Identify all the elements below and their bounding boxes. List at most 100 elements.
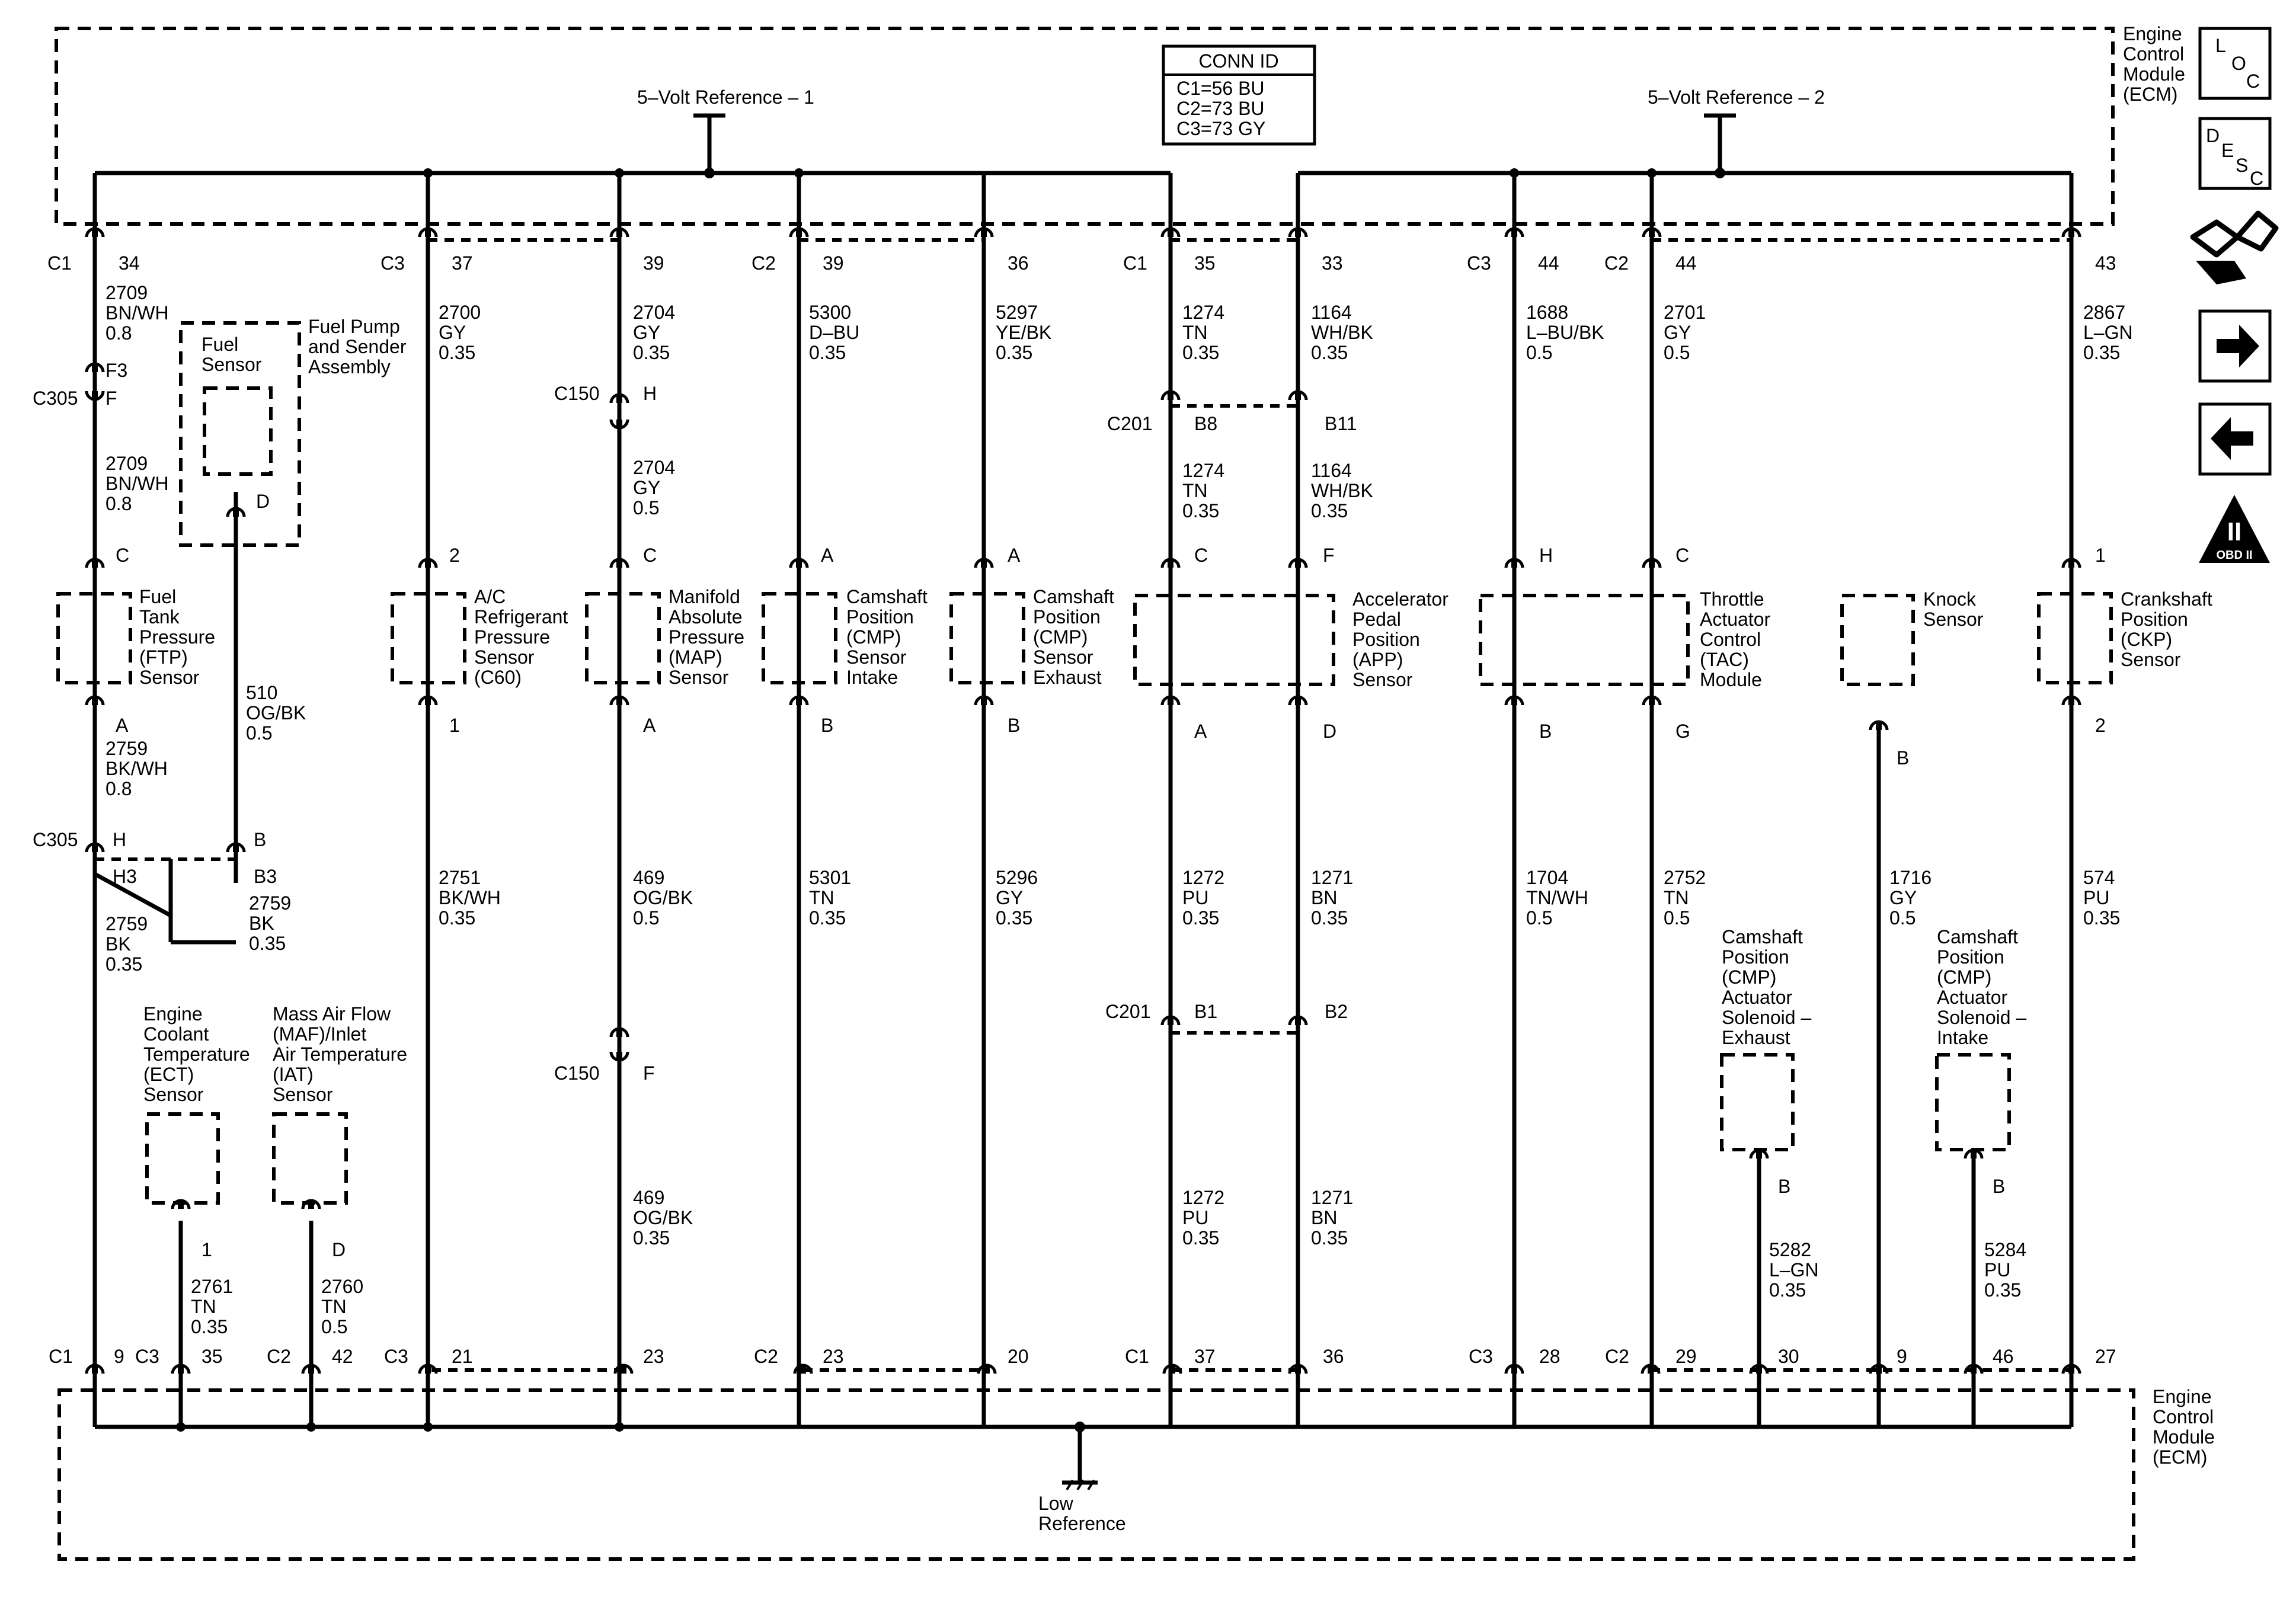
svg-text:Sensor: Sensor [202, 354, 262, 375]
pin-terminal [793, 1363, 813, 1374]
pin-contact [616, 230, 622, 237]
svg-text:Position: Position [1352, 629, 1420, 650]
svg-text:Sensor: Sensor [846, 646, 907, 668]
pin-terminal [1964, 1363, 1984, 1374]
svg-text:Sensor: Sensor [273, 1084, 333, 1105]
svg-text:39: 39 [643, 252, 664, 274]
svg-text:C: C [1194, 545, 1208, 566]
ref1-bus [95, 113, 1171, 178]
svg-text:Camshaft: Camshaft [1722, 926, 1803, 948]
pin-terminal [609, 393, 629, 404]
svg-text:TN: TN [321, 1296, 347, 1317]
pin-contact [1168, 1018, 1173, 1025]
svg-text:0.35: 0.35 [1984, 1279, 2021, 1301]
svg-text:(IAT): (IAT) [273, 1064, 314, 1085]
svg-text:PU: PU [1182, 887, 1208, 908]
svg-text:Fuel: Fuel [139, 586, 176, 607]
svg-text:A: A [1194, 721, 1207, 742]
svg-text:27: 27 [2095, 1346, 2116, 1367]
pin-terminal [1504, 1363, 1524, 1374]
pin-contact [981, 230, 987, 237]
desc-button[interactable]: D E S C [2198, 117, 2272, 190]
next-page-arrow-icon[interactable] [2198, 309, 2272, 383]
pin-contact [425, 230, 431, 237]
svg-text:Knock: Knock [1923, 588, 1977, 610]
svg-text:F3: F3 [105, 360, 127, 381]
svg-text:Throttle: Throttle [1700, 588, 1764, 610]
pin-contact [178, 1202, 184, 1209]
pin-contact [1756, 1151, 1762, 1158]
svg-text:Position: Position [1033, 606, 1101, 628]
svg-text:0.35: 0.35 [633, 342, 670, 363]
ecm-bottom-outline [57, 1388, 2135, 1561]
svg-text:36: 36 [1008, 252, 1029, 274]
svg-text:B: B [821, 715, 833, 736]
pin-terminal [1288, 558, 1308, 568]
pin-contact [1511, 561, 1517, 568]
svg-text:1274: 1274 [1182, 302, 1224, 323]
bus-junction [423, 1422, 433, 1432]
svg-text:1271: 1271 [1311, 1187, 1353, 1208]
pin-terminal [1160, 558, 1181, 568]
loc-button[interactable]: L O C [2198, 27, 2272, 100]
svg-text:2760: 2760 [321, 1276, 363, 1297]
svg-text:BK: BK [249, 913, 274, 934]
pin-terminal [2061, 695, 2081, 706]
pin-contact [981, 698, 987, 705]
svg-text:TN: TN [809, 887, 834, 908]
svg-text:0.35: 0.35 [809, 907, 846, 929]
svg-text:2751: 2751 [439, 867, 481, 888]
svg-text:Module: Module [1700, 669, 1762, 690]
svg-text:Sensor: Sensor [474, 646, 535, 668]
svg-text:Intake: Intake [1937, 1027, 1988, 1048]
svg-text:0.35: 0.35 [1311, 342, 1348, 363]
ftp-sensor-box [56, 592, 132, 684]
svg-text:C201: C201 [1105, 1001, 1151, 1022]
svg-text:B: B [254, 829, 266, 850]
pin-contact [1168, 230, 1173, 237]
svg-text:Sensor: Sensor [139, 667, 200, 688]
pin-contact [233, 510, 239, 517]
pin-terminal [974, 227, 994, 238]
svg-text:YE/BK: YE/BK [996, 322, 1051, 343]
pin-contact [1971, 1151, 1977, 1158]
svg-text:L: L [2215, 35, 2226, 56]
obd-ii-icon[interactable]: II OBD II [2199, 495, 2270, 563]
svg-text:0.5: 0.5 [246, 722, 272, 744]
svg-text:1: 1 [2095, 545, 2106, 566]
svg-text:1164: 1164 [1311, 302, 1352, 323]
pin-contact [1756, 1366, 1762, 1374]
connector-view-icon[interactable] [2190, 210, 2279, 284]
pin-terminal [609, 695, 629, 706]
pin-contact [616, 561, 622, 568]
bus-junction [1510, 168, 1519, 178]
pin-contact [1971, 1366, 1977, 1374]
pin-terminal [609, 1027, 629, 1038]
pin-contact [616, 1052, 622, 1059]
svg-text:G: G [1675, 721, 1690, 742]
svg-text:BN/WH: BN/WH [105, 473, 169, 494]
previous-page-arrow-icon[interactable] [2198, 402, 2272, 476]
svg-text:Control: Control [1700, 629, 1761, 650]
svg-text:C305: C305 [33, 388, 78, 409]
ref1-label: 5–Volt Reference – 1 [637, 87, 814, 108]
svg-text:(CKP): (CKP) [2121, 629, 2172, 650]
svg-text:1716: 1716 [1889, 867, 1932, 888]
ckp-sensor-box [2037, 592, 2113, 684]
pin-contact [1295, 561, 1301, 568]
svg-text:O: O [2231, 53, 2246, 74]
pin-contact [621, 1366, 626, 1374]
svg-text:Sensor: Sensor [143, 1084, 204, 1105]
pin-terminal [171, 1199, 191, 1209]
knock-sensor-box [1840, 594, 1915, 686]
pin-contact [425, 561, 431, 568]
pin-contact [1168, 561, 1173, 568]
pin-contact [92, 561, 98, 568]
svg-text:35: 35 [202, 1346, 223, 1367]
bus-junction [615, 168, 624, 178]
cmp-intake-solenoid-box [1935, 1053, 2011, 1151]
pin-terminal [1288, 1363, 1308, 1374]
svg-text:Sensor: Sensor [1352, 669, 1413, 690]
svg-text:0.35: 0.35 [191, 1316, 228, 1337]
svg-text:Sensor: Sensor [669, 667, 729, 688]
